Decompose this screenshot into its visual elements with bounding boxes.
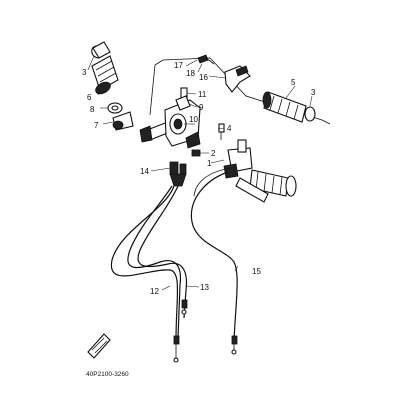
callout-12: 12 — [150, 287, 159, 296]
left-grip — [91, 55, 119, 95]
bracket-9 — [175, 95, 191, 111]
callout-18: 18 — [186, 69, 195, 78]
screw-4 — [218, 123, 225, 140]
left-grip-end — [91, 41, 111, 59]
brake-lever — [235, 177, 269, 203]
callout-9: 9 — [199, 103, 204, 112]
cable-15 — [190, 167, 238, 341]
callout-1: 1 — [207, 159, 212, 168]
callout-2: 2 — [211, 149, 216, 158]
throttle-housing — [223, 139, 253, 179]
callout-11: 11 — [198, 90, 207, 99]
right-grip-end — [304, 106, 316, 122]
callout-4: 4 — [227, 124, 232, 133]
callout-17: 17 — [174, 61, 183, 70]
callout-14: 14 — [140, 167, 149, 176]
cable-ends — [173, 299, 238, 363]
nut-2 — [191, 149, 201, 157]
drawing-code: 40P2100-3260 — [86, 371, 129, 378]
callout-8: 8 — [90, 105, 95, 114]
callout-3a: 3 — [82, 68, 87, 77]
callout-6: 6 — [87, 93, 92, 102]
cable-12-13 — [110, 185, 188, 341]
callout-15: 15 — [252, 267, 261, 276]
callout-3b: 3 — [311, 88, 316, 97]
callout-10: 10 — [189, 115, 198, 124]
callout-13: 13 — [200, 283, 209, 292]
callout-7: 7 — [94, 121, 99, 130]
callout-labels: 3 6 8 7 17 18 16 5 3 11 9 10 4 2 1 14 15… — [82, 61, 316, 296]
clamp-bolts-17-18 — [197, 54, 215, 65]
cable-adjuster — [169, 161, 187, 187]
right-grip — [262, 91, 307, 123]
forward-arrow-icon — [87, 333, 111, 359]
callout-5: 5 — [291, 78, 296, 87]
washer-8 — [107, 102, 123, 114]
right-bar-end — [285, 175, 297, 197]
callout-16: 16 — [199, 73, 208, 82]
grip-collar-7 — [112, 111, 134, 131]
leader-lines — [87, 55, 313, 291]
clamp-16 — [224, 65, 251, 93]
